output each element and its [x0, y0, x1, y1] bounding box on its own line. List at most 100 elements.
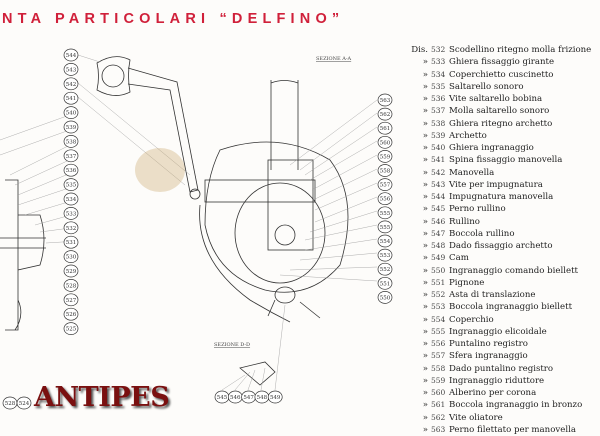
callout-left: 536: [66, 168, 77, 174]
item-number: 533: [431, 57, 446, 67]
item-name: Alberino per corona: [449, 388, 537, 398]
callout-circle: [377, 206, 393, 220]
callout-circle: [377, 220, 393, 234]
callout-bottom: 547: [243, 395, 254, 401]
callout-left: 526: [66, 312, 77, 318]
item-number: 536: [431, 94, 446, 103]
item-prefix: »: [422, 351, 428, 362]
item-prefix: »: [422, 363, 428, 374]
item-number: 535: [431, 81, 446, 91]
item-prefix: »: [422, 277, 428, 288]
item-name: Impugnatura manovella: [449, 192, 554, 202]
callout-right: 560: [380, 140, 391, 146]
callout-circle: [63, 207, 79, 220]
callout-left: 529: [66, 269, 77, 275]
section-aa-label: SEZIONE A-A: [316, 56, 352, 62]
callout-circle: [377, 121, 393, 135]
callout-bottom: 549: [270, 395, 281, 401]
callout-left: 530: [66, 255, 77, 261]
callout-circle: [377, 164, 393, 177]
item-name: Ghiera fissaggio girante: [449, 57, 555, 68]
callout-left: 540: [66, 111, 77, 117]
item-prefix: »: [422, 388, 428, 398]
callout-bottom: 548: [257, 395, 268, 401]
section-dd-label: SEZIONE D-D: [214, 342, 250, 348]
item-prefix: »: [422, 192, 428, 202]
callout-circle: [377, 262, 393, 276]
item-name: Perno filettato per manovella: [449, 424, 576, 435]
item-name: Ingranaggio elicoidale: [449, 326, 547, 337]
callout-left: 544: [66, 53, 77, 59]
callout-circle: [377, 107, 393, 121]
item-number: 550: [431, 265, 446, 275]
callout-left: 533: [66, 211, 77, 217]
callout-circle: [377, 234, 393, 248]
callout-circle: [63, 48, 79, 62]
item-name: Dado puntalino registro: [449, 363, 554, 374]
item-name: Vite oliatore: [449, 412, 503, 423]
item-name: Boccola ingranaggio biellett: [449, 302, 573, 313]
callout-circle: [63, 135, 79, 148]
reel-body: [204, 141, 349, 293]
item-prefix: »: [422, 228, 428, 239]
item-name: Perno rullino: [449, 204, 506, 215]
callout-circle: [63, 63, 79, 76]
item-prefix: »: [422, 57, 428, 68]
callout-right: 550: [380, 295, 391, 301]
item-name: Coperchio: [449, 314, 494, 325]
callout-left: 542: [66, 82, 77, 88]
item-prefix: »: [422, 118, 428, 129]
item-number: 542: [431, 167, 446, 177]
item-number: 556: [431, 339, 446, 348]
item-number: 537: [431, 106, 446, 116]
callout-left: 528: [66, 283, 77, 289]
callout-circle: [63, 264, 79, 278]
callout-left: 527: [66, 298, 77, 304]
item-number: 552: [431, 290, 446, 299]
callout-circle: [377, 291, 393, 304]
item-prefix: »: [422, 204, 428, 215]
item-prefix: »: [422, 81, 428, 92]
item-number: 553: [431, 302, 446, 312]
item-prefix: »: [422, 106, 428, 117]
callout-left: 532: [66, 226, 77, 232]
item-name: Saltarello sonoro: [449, 81, 524, 92]
item-name: Boccola rullino: [449, 228, 515, 239]
callout-right: 556: [380, 197, 391, 203]
callout-bottom-left: 528: [5, 401, 16, 407]
callout-right: 562: [380, 112, 391, 118]
item-prefix: »: [422, 69, 428, 80]
item-name: Molla saltarello sonoro: [449, 106, 550, 117]
item-number: 554: [431, 314, 446, 324]
callout-right: 563: [380, 98, 391, 104]
callout-circle: [377, 276, 393, 290]
item-prefix: »: [422, 314, 428, 325]
callout-circle: [377, 248, 393, 262]
callout-circle: [377, 150, 393, 163]
item-prefix: »: [422, 241, 428, 251]
item-name: Vite saltarello bobina: [449, 94, 543, 104]
callout-left: 535: [66, 183, 77, 189]
item-name: Sfera ingranaggio: [449, 351, 528, 362]
item-number: 558: [431, 363, 446, 373]
callout-circle: [63, 293, 79, 307]
item-number: 548: [431, 241, 446, 250]
item-name: Ingranaggio riduttore: [449, 375, 545, 386]
callout-circle: [63, 192, 79, 206]
item-name: Rullino: [449, 216, 480, 227]
